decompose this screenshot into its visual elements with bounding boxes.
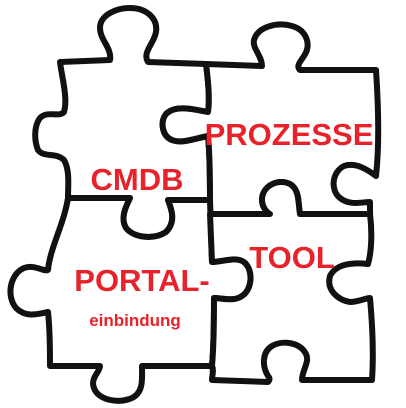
label-tool: TOOL: [249, 240, 335, 275]
puzzle-labels: CMDB PROZESSE PORTAL- einbindung TOOL: [74, 117, 373, 330]
label-cmdb: CMDB: [91, 162, 184, 197]
puzzle-piece-portal: [7, 195, 254, 404]
label-portal: PORTAL-: [74, 263, 209, 298]
label-prozesse: PROZESSE: [205, 117, 374, 152]
label-portal-einbindung: einbindung: [89, 311, 181, 330]
puzzle-piece-prozesse: [159, 21, 382, 217]
puzzle-pieces: [7, 5, 382, 404]
puzzle-piece-tool: [207, 179, 376, 385]
